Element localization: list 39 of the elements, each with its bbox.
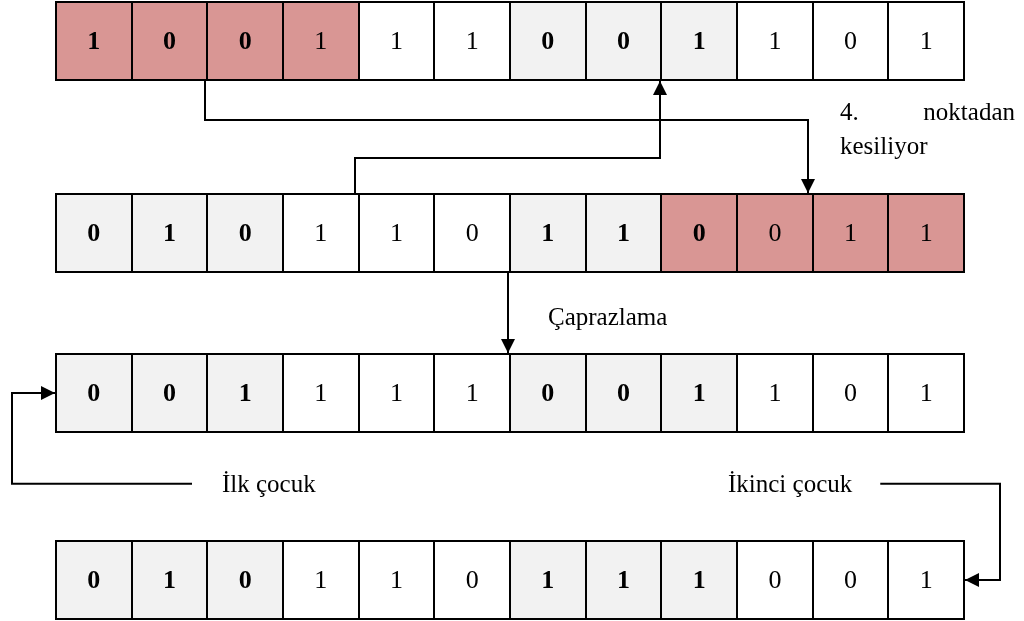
bit-cell: 1 [586,195,663,271]
bit-cell: 0 [132,355,209,431]
bit-cell: 0 [586,3,663,79]
bit-cell: 1 [57,3,133,79]
bit-cell: 1 [662,355,739,431]
bit-cell: 1 [889,195,964,271]
bit-cell: 1 [662,542,739,618]
bit-cell: 0 [511,3,587,79]
child-label: İlk çocuk [222,470,316,498]
bit-cell: 1 [208,355,284,431]
bit-cell: 0 [511,355,587,431]
bit-cell: 0 [738,195,814,271]
bit-cell: 0 [586,355,663,431]
bit-cell: 1 [511,542,587,618]
bit-cell: 1 [132,195,209,271]
bit-cell: 0 [57,195,133,271]
bit-cell: 1 [511,195,587,271]
bit-cell: 1 [132,542,209,618]
bit-cell: 0 [57,355,133,431]
bit-string-bar [55,540,965,620]
arrow [879,482,1001,587]
arrow [501,272,515,354]
bit-cell: 1 [586,542,663,618]
bit-cell: 0 [662,195,739,271]
bit-cell: 1 [813,195,890,271]
arrow [204,80,815,194]
bit-cell: 0 [208,542,284,618]
bit-string-bar [55,353,965,433]
bit-string-bar [55,1,965,81]
bit-cell: 0 [57,542,133,618]
bit-cell: 0 [208,3,284,79]
child-label: İkinci çocuk [728,470,853,498]
bit-cell: 1 [662,3,739,79]
arrow [354,80,667,194]
bit-cell: 0 [208,195,284,271]
bit-string-bar [55,193,965,273]
arrow [11,386,193,485]
bit-cell: 1 [284,3,360,79]
bit-cell: 0 [132,3,209,79]
